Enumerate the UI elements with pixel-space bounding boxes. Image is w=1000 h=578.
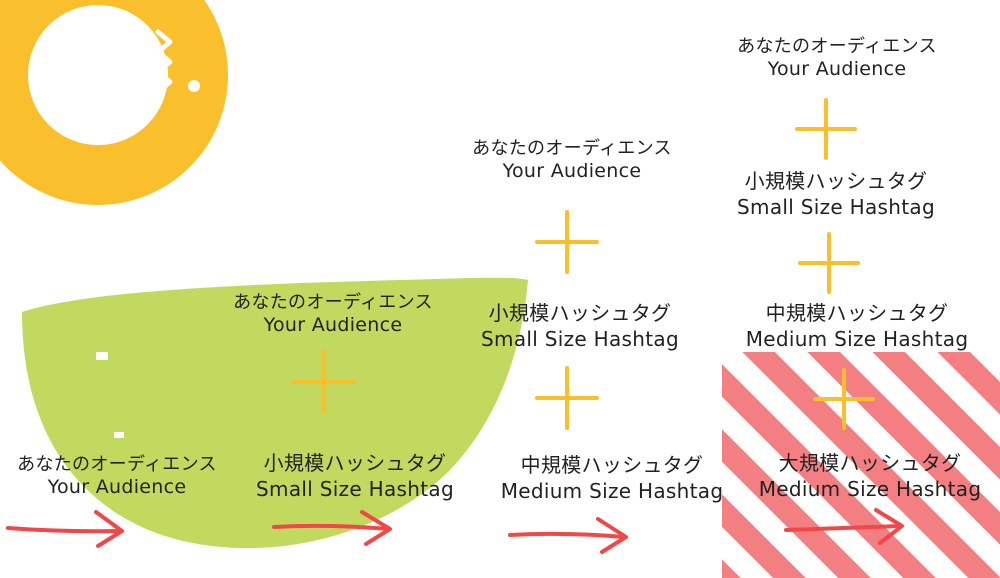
col4-large-en: Medium Size Hashtag [758,477,982,501]
yellow-ring [0,0,228,205]
arrow-right-icon [508,517,628,554]
plus-icon [813,368,875,430]
arrow-right-icon [272,510,392,546]
col4-audience-en: Your Audience [767,58,907,80]
arrow-right-icon [784,508,904,545]
col3-medium-jp: 中規模ハッシュタグ [520,453,704,477]
col2-audience-jp: あなたのオーディエンス [233,292,433,313]
col1-audience-jp: あなたのオーディエンス [17,454,217,475]
plus-icon [535,210,599,274]
col2-audience-en: Your Audience [263,314,403,336]
arrow-right-icon [6,510,124,548]
striped-panel [722,352,1000,578]
col4-audience-jp: あなたのオーディエンス [737,36,937,57]
plus-icon [535,366,599,430]
col4-small-en: Small Size Hashtag [737,195,935,219]
col3-audience-jp: あなたのオーディエンス [472,138,672,159]
col4-medium-en: Medium Size Hashtag [745,327,969,351]
col4-small-jp: 小規模ハッシュタグ [744,169,928,193]
col4-medium-jp: 中規模ハッシュタグ [765,301,949,325]
col3-small-jp: 小規模ハッシュタグ [488,301,672,325]
col3-medium-en: Medium Size Hashtag [500,479,724,503]
green-blob [22,277,528,549]
col2-small-en: Small Size Hashtag [256,477,454,501]
plus-icon [795,98,857,160]
blob-mark [96,352,108,360]
col4-large-jp: 大規模ハッシュタグ [778,451,962,475]
col1-audience-en: Your Audience [47,476,187,498]
col3-small-en: Small Size Hashtag [481,327,679,351]
col2-small-jp: 小規模ハッシュタグ [263,451,447,475]
squiggle-icon [155,29,173,95]
blob-mark [114,432,124,438]
plus-icon [798,232,860,294]
col3-audience-en: Your Audience [502,160,642,182]
plus-icon [292,350,356,414]
dot-icon [188,80,200,92]
